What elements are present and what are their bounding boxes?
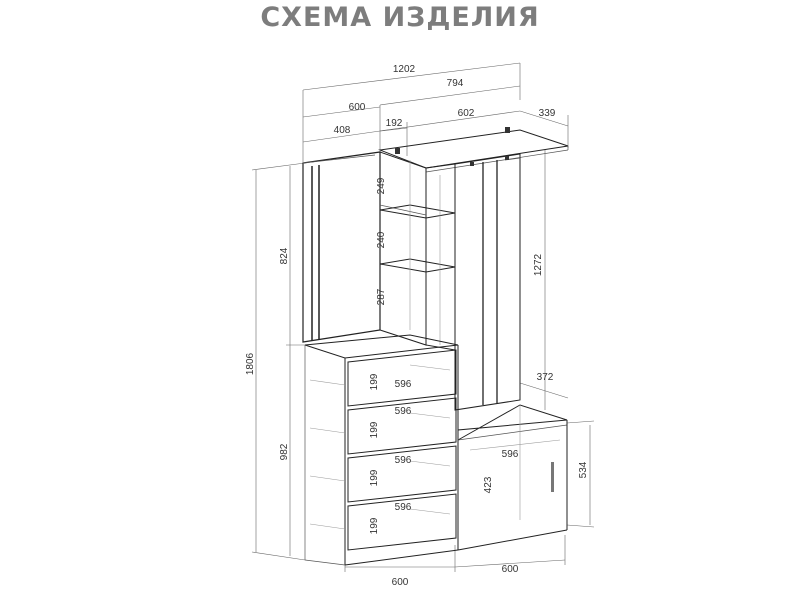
dim-bench-height: 534 — [578, 461, 589, 478]
dim-drawer-2-width: 596 — [395, 406, 412, 417]
dim-door-height: 423 — [483, 476, 494, 493]
dim-bottom-left-width: 600 — [392, 577, 409, 588]
dimension-labels: 1202 794 600 602 339 408 192 249 240 287… — [245, 64, 589, 588]
dim-bottom-right-width: 600 — [502, 564, 519, 575]
dim-shelf-2: 240 — [376, 231, 387, 248]
dim-drawer-4-width: 596 — [395, 502, 412, 513]
dim-drawer-4-height: 199 — [369, 517, 380, 534]
mirror-panel — [302, 151, 381, 343]
chest-of-drawers — [304, 334, 459, 566]
shelf-column — [379, 151, 456, 351]
dim-drawer-1-height: 199 — [369, 373, 380, 390]
dim-total-height: 1806 — [245, 352, 256, 375]
hanger-panel — [454, 153, 521, 411]
dim-shelf-1: 249 — [376, 177, 387, 194]
dim-overall-width: 1202 — [393, 64, 416, 75]
dim-top-width: 794 — [447, 78, 464, 89]
bottom-dimension-lines — [344, 535, 566, 572]
bench-cabinet — [457, 404, 568, 551]
dim-bench-width: 596 — [502, 449, 519, 460]
dim-drawer-3-width: 596 — [395, 455, 412, 466]
dim-drawer-2-height: 199 — [369, 421, 380, 438]
diagram-title: СХЕМА ИЗДЕЛИЯ — [260, 2, 540, 33]
dim-right-module-width: 602 — [458, 108, 475, 119]
dim-upper-height: 824 — [279, 247, 290, 264]
top-dimension-lines — [302, 62, 569, 162]
dim-bench-depth: 372 — [537, 372, 554, 383]
dim-drawer-3-height: 199 — [369, 469, 380, 486]
dim-hanger-height: 1272 — [533, 253, 544, 276]
dim-depth-top: 339 — [539, 108, 556, 119]
dim-mirror-width: 408 — [334, 125, 351, 136]
dim-lower-height: 982 — [279, 443, 290, 460]
dim-shelf-3: 287 — [376, 288, 387, 305]
left-dimension-lines — [251, 162, 306, 561]
dim-drawer-1-width: 596 — [395, 379, 412, 390]
dim-left-module-width: 600 — [349, 102, 366, 113]
dim-shelf-width: 192 — [386, 118, 403, 129]
